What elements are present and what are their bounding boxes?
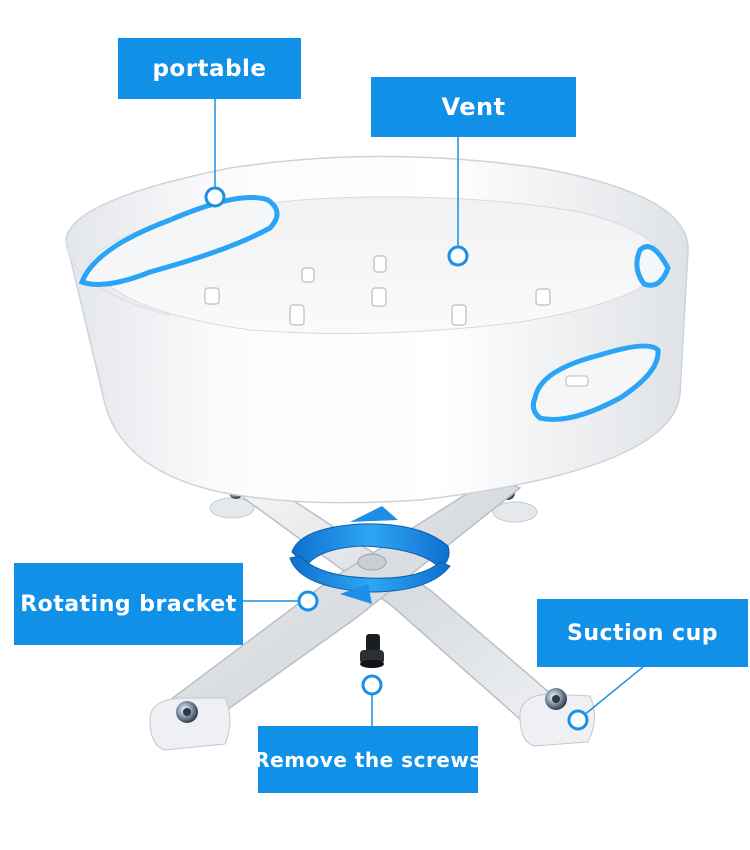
label-portable: portable xyxy=(118,38,301,99)
handle-left xyxy=(78,195,280,287)
label-suction-cup: Suction cup xyxy=(537,599,748,667)
callout-dots xyxy=(204,186,589,731)
label-remove-screws: Remove the screws xyxy=(254,726,481,793)
label-rotating-bracket: Rotating bracket xyxy=(14,563,243,645)
rotation-arrows-icon xyxy=(289,506,451,604)
handle-right-top xyxy=(634,244,671,288)
suction-cup-front-left xyxy=(149,697,231,751)
basket xyxy=(65,155,689,504)
suction-cup-front-right xyxy=(519,688,595,747)
label-vent: Vent xyxy=(371,77,576,137)
screw-icon xyxy=(360,634,384,668)
handle-right xyxy=(530,343,661,422)
